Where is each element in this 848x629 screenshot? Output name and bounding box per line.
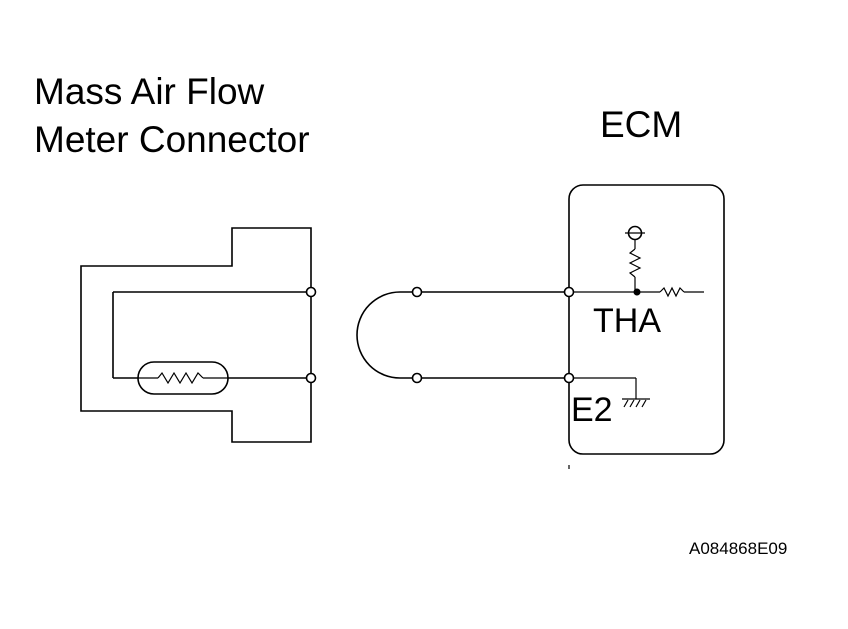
sensor-internal-wiring	[112, 291, 311, 379]
ecm-box	[568, 184, 725, 455]
ecm-e2-ground	[574, 377, 650, 408]
figure-code: A084868E09	[689, 539, 787, 558]
ecm-terminal-e2	[563, 372, 575, 384]
wire-harness	[356, 286, 569, 384]
connector-terminal-upper	[305, 286, 317, 298]
ecm-terminal-tha	[563, 286, 575, 298]
ecm-title: ECM	[600, 104, 682, 145]
ecm-tha-circuit	[574, 225, 704, 298]
e2-label: E2	[571, 391, 613, 429]
connector-housing	[80, 227, 312, 443]
thermistor-symbol	[137, 361, 229, 395]
connector-title-line2: Meter Connector	[34, 119, 310, 160]
connector-terminal-lower	[305, 372, 317, 384]
connector-title-line1: Mass Air Flow	[34, 71, 265, 112]
tha-label: THA	[593, 302, 661, 340]
